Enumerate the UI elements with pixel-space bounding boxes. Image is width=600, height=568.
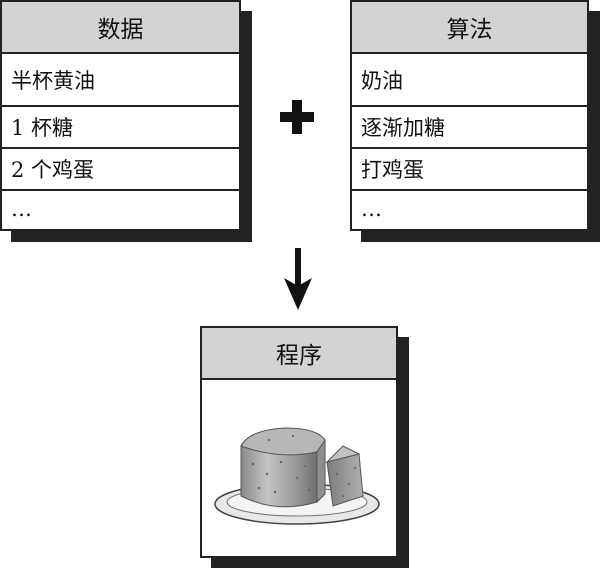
data-item: 2 个鸡蛋 [2, 149, 239, 191]
data-item: 1 杯糖 [2, 107, 239, 149]
cake-icon [214, 427, 380, 525]
program-card-title: 程序 [202, 328, 396, 380]
algorithm-step: 逐渐加糖 [352, 107, 587, 149]
algorithm-card-title: 算法 [352, 2, 587, 54]
down-arrow-icon [284, 248, 312, 310]
program-card: 程序 [200, 326, 398, 558]
plus-icon [280, 100, 314, 134]
algorithm-step: 奶油 [352, 54, 587, 107]
cake-image-area [202, 380, 396, 558]
algorithm-card: 算法 奶油 逐渐加糖 打鸡蛋 … [350, 0, 589, 231]
data-item: … [11, 197, 32, 221]
data-item: 半杯黄油 [2, 54, 239, 107]
data-card-title: 数据 [2, 2, 239, 54]
algorithm-step: 打鸡蛋 [352, 149, 587, 191]
algorithm-step: … [361, 197, 382, 221]
data-card: 数据 半杯黄油 1 杯糖 2 个鸡蛋 … [0, 0, 241, 231]
